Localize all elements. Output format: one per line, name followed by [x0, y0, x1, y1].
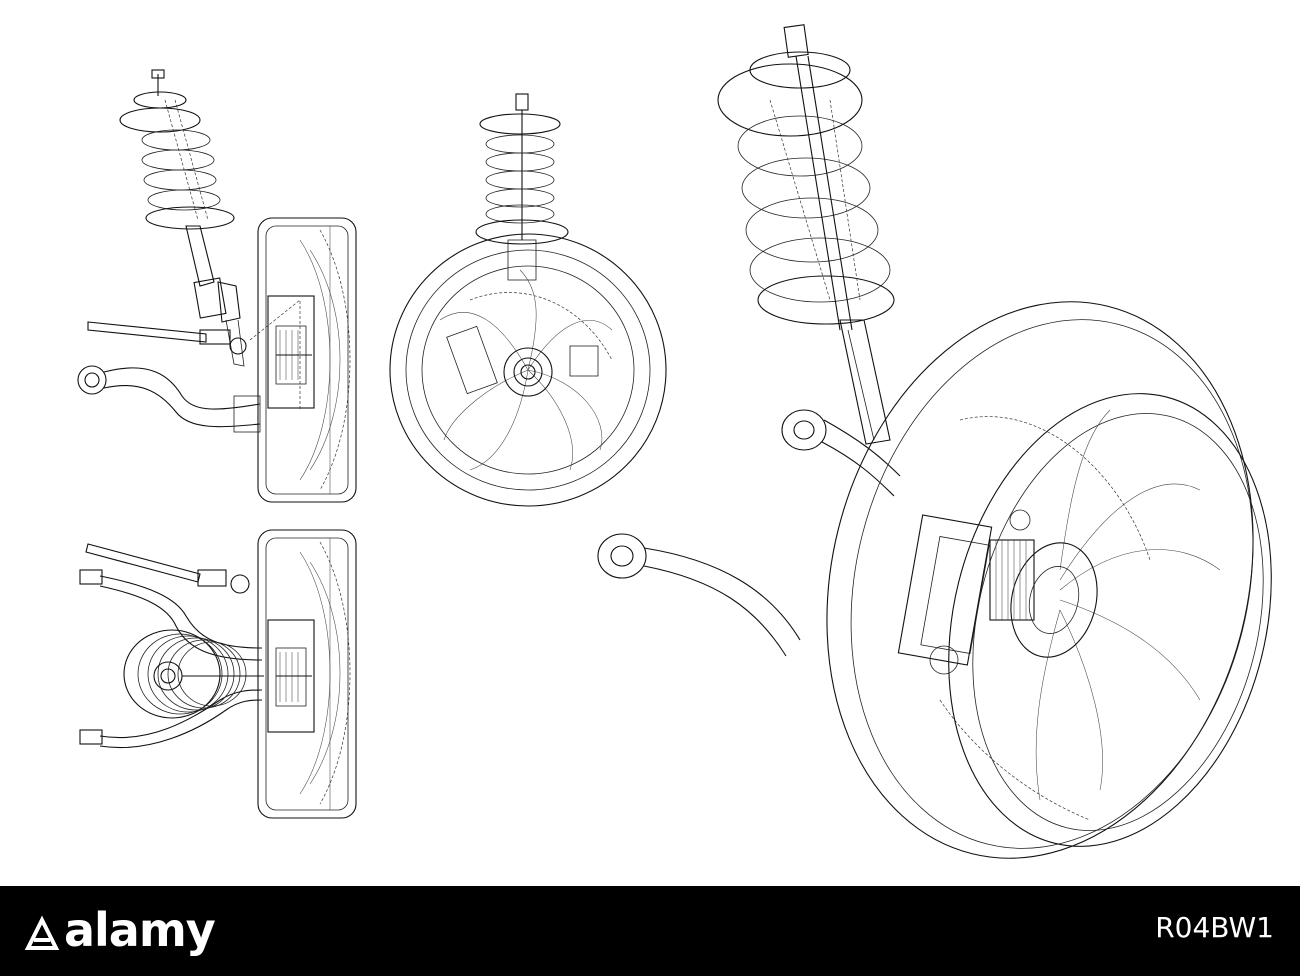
brand-name: alamy [64, 903, 216, 957]
hub-assembly-1 [249, 295, 315, 410]
strut-1 [185, 225, 245, 367]
coil-spring-3 [123, 629, 264, 719]
hub-assembly-4 [897, 509, 1098, 675]
upper-arm-4 [781, 409, 901, 497]
alamy-mark-icon [24, 915, 60, 950]
tie-rod-1 [87, 321, 247, 355]
wheel-side-2 [257, 529, 357, 819]
front-view [389, 93, 667, 507]
side-view-bottom [79, 529, 357, 819]
lower-arm-4 [597, 533, 801, 657]
coil-spring-2 [475, 93, 569, 281]
watermark-footer: alamy R04BW1 [0, 886, 1300, 976]
tie-rod-2 [85, 543, 250, 594]
coil-spring-1 [119, 69, 235, 230]
illustration-canvas [77, 24, 1272, 859]
hub-assembly-2 [267, 619, 315, 733]
strut-4 [839, 319, 891, 445]
wheel-side-1 [257, 217, 357, 503]
suspension-drawing [77, 24, 1272, 859]
wheel-perspective [826, 301, 1272, 859]
wheel-front [389, 233, 667, 507]
brand-logo: alamy [22, 900, 216, 960]
lower-arm-2 [79, 569, 263, 749]
coil-spring-4 [717, 24, 895, 331]
image-id: R04BW1 [1155, 911, 1274, 944]
lower-arm-1 [77, 365, 261, 433]
perspective-view [597, 24, 1272, 859]
side-view-top [77, 69, 357, 503]
